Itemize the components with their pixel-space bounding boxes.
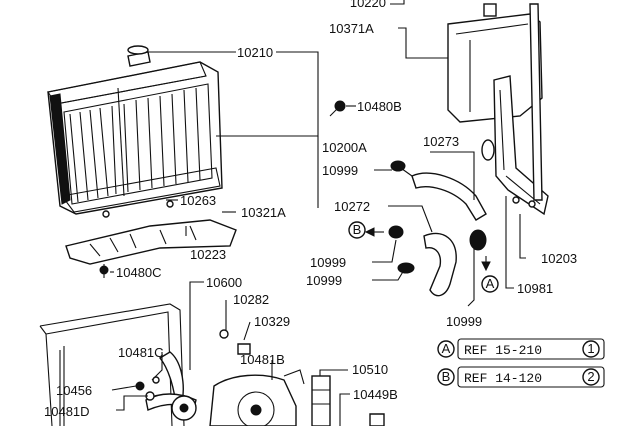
ref-b-num: 2 [587, 369, 594, 384]
label-10223: 10223 [190, 247, 226, 262]
ref-b-marker: B [442, 369, 451, 384]
label-10600: 10600 [206, 275, 242, 290]
marker-circle-b [348, 221, 366, 239]
label-10220: 10220 [350, 0, 386, 10]
marker-circle-a [481, 275, 499, 293]
label-10456: 10456 [56, 383, 92, 398]
diagram-markers: B A [348, 221, 499, 293]
label-10999-a: 10999 [322, 163, 358, 178]
label-10200A: 10200A [322, 140, 367, 155]
label-10371A: 10371A [329, 21, 374, 36]
label-10321A: 10321A [241, 205, 286, 220]
label-10480C: 10480C [116, 265, 162, 280]
label-10449B: 10449B [353, 387, 398, 402]
ref-a-num: 1 [587, 341, 594, 356]
marker-a-text: A [486, 276, 495, 291]
label-10282: 10282 [233, 292, 269, 307]
reference-legend: A REF 15-210 1 B REF 14-120 2 [437, 338, 605, 388]
leader-lines [110, 0, 526, 426]
ref-a-marker: A [442, 341, 451, 356]
upper-hose-drawing [390, 160, 487, 221]
pulley-10510 [311, 375, 331, 426]
reference-row-b: B REF 14-120 2 [437, 366, 605, 388]
label-10480B: 10480B [357, 99, 402, 114]
label-10263: 10263 [180, 193, 216, 208]
label-10273: 10273 [423, 134, 459, 149]
ref-a-text: REF 15-210 [464, 343, 542, 358]
cooling-fan-drawing [145, 351, 197, 421]
fan-shroud-drawing [39, 303, 185, 426]
reference-row-a: A REF 15-210 1 [437, 338, 605, 360]
shroud-bracket-drawing [65, 219, 237, 278]
label-10203: 10203 [541, 251, 577, 266]
part-labels: 10220 10371A 10210 10480B 10200A 10273 1… [44, 0, 577, 419]
label-10329: 10329 [254, 314, 290, 329]
bolt-10480B [329, 100, 346, 117]
label-10981: 10981 [517, 281, 553, 296]
label-10481D: 10481D [44, 404, 90, 419]
label-10481B: 10481B [240, 352, 285, 367]
label-10272: 10272 [334, 199, 370, 214]
label-10481C: 10481C [118, 345, 164, 360]
ref-b-text: REF 14-120 [464, 371, 542, 386]
label-10999-c: 10999 [306, 273, 342, 288]
label-10999-d: 10999 [446, 314, 482, 329]
label-10999-b: 10999 [310, 255, 346, 270]
radiator-drawing [47, 45, 223, 218]
lower-hose-drawing [388, 225, 487, 297]
marker-b-text: B [353, 222, 362, 237]
label-10510: 10510 [352, 362, 388, 377]
reservoir-tank-drawing [447, 3, 549, 216]
radiator-core-hatching [69, 87, 201, 203]
label-10210: 10210 [237, 45, 273, 60]
fan-clutch-drawing [209, 369, 305, 426]
